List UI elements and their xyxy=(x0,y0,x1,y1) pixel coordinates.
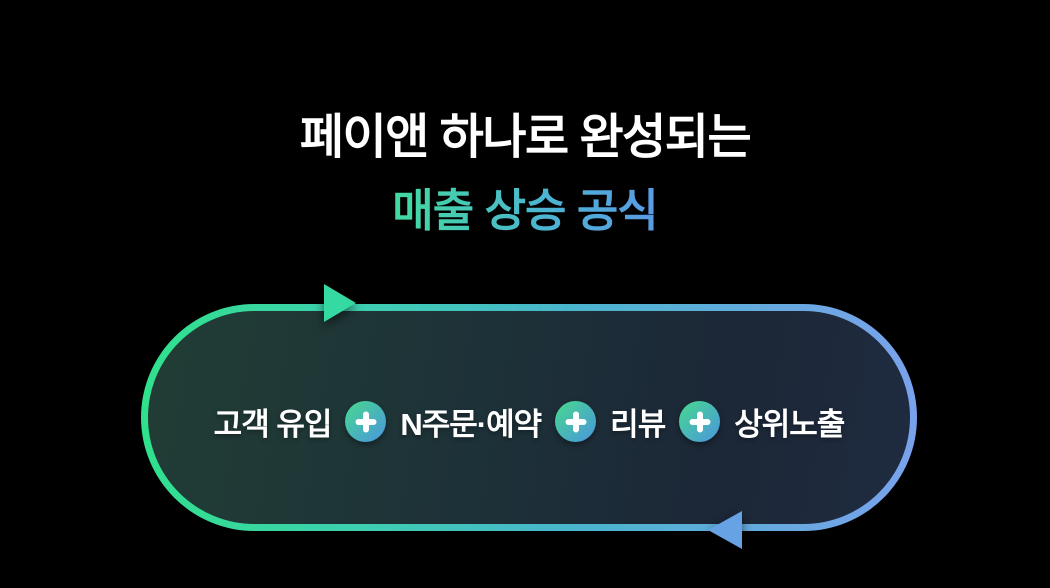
loop-items-row: 고객 유입 N주문·예약 리뷰 상위노출 xyxy=(148,311,910,524)
page-title: 페이앤 하나로 완성되는 xyxy=(299,111,752,164)
plus-icon xyxy=(345,401,387,442)
plus-icon xyxy=(679,401,721,442)
sales-loop-diagram: 고객 유입 N주문·예약 리뷰 상위노출 xyxy=(141,304,917,531)
loop-item-review: 리뷰 xyxy=(610,407,666,442)
page-subtitle: 매출 상승 공식 xyxy=(0,186,1050,236)
plus-icon xyxy=(555,401,597,442)
loop-arrow-left-icon xyxy=(708,511,742,549)
loop-item-top-exposure: 상위노출 xyxy=(734,407,845,442)
loop-arrow-right-icon xyxy=(324,284,356,322)
loop-item-n-order-reservation: N주문·예약 xyxy=(400,407,542,442)
loop-item-customer-inflow: 고객 유입 xyxy=(213,407,333,442)
